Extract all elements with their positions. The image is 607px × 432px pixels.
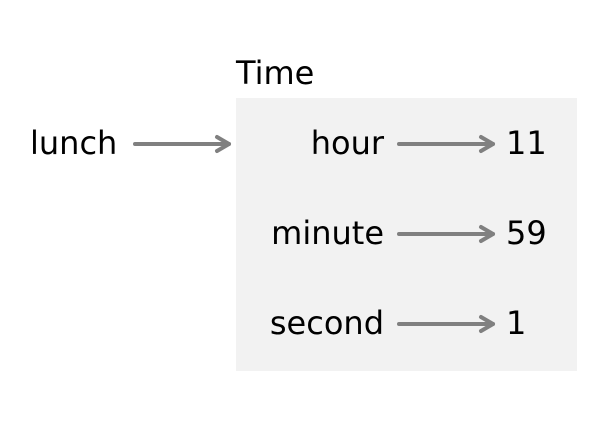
hour-value-arrow	[397, 135, 495, 153]
variable-name-label: lunch	[30, 124, 118, 162]
second-value-arrow	[397, 315, 495, 333]
attribute-name-minute: minute	[271, 214, 384, 252]
attribute-value-hour: 11	[506, 124, 547, 162]
minute-value-arrow	[397, 225, 495, 243]
attribute-name-second: second	[269, 304, 384, 342]
attribute-value-minute: 59	[506, 214, 547, 252]
attribute-name-hour: hour	[310, 124, 384, 162]
variable-to-object-arrow	[133, 135, 231, 153]
object-type-label: Time	[236, 54, 315, 92]
attribute-value-second: 1	[506, 304, 527, 342]
